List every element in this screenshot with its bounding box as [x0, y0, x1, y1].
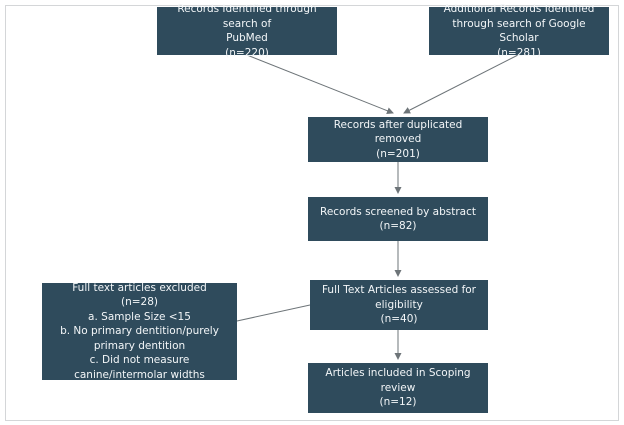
scholar-line-3: (n=281) [497, 46, 541, 59]
screened-by-abstract-text: Records screened by abstract (n=82) [320, 205, 476, 234]
fulltext-line-3: (n=40) [380, 313, 418, 326]
excluded-line-1: Full text articles excluded [72, 281, 207, 294]
included-line-2: (n=12) [379, 396, 417, 409]
connector-fulltext-to-excluded [236, 304, 311, 322]
pubmed-line-3: (n=220) [225, 46, 269, 59]
google-scholar-records-box: Additional Records Identified through se… [429, 3, 609, 59]
duplicates-removed-box: Records after duplicated removed (n=201) [308, 117, 488, 162]
included-in-review-box: Articles included in Scoping review (n=1… [308, 363, 488, 413]
full-text-excluded-text: Full text articles excluded (n=28) a. Sa… [60, 281, 219, 383]
arrow-pubmed-to-dedup [246, 54, 394, 115]
google-scholar-records-text: Additional Records Identified through se… [433, 2, 605, 60]
dedup-line-1: Records after duplicated removed [333, 118, 463, 146]
screened-line-2: (n=82) [379, 220, 417, 232]
dedup-line-2: (n=201) [376, 147, 420, 160]
full-text-assessed-box: Full Text Articles assessed for eligibil… [310, 280, 488, 330]
excluded-line-7: canine/intermolar widths [74, 368, 205, 381]
pubmed-records-text: Records Identified through search of Pub… [161, 2, 333, 60]
excluded-line-6: c. Did not measure [89, 354, 190, 367]
pubmed-records-box: Records Identified through search of Pub… [157, 3, 337, 59]
scholar-line-2: through search of Google Scholar [452, 17, 586, 45]
fulltext-line-1: Full Text Articles assessed for [321, 284, 477, 297]
screened-line-1: Records screened by abstract [320, 205, 476, 218]
arrow-scholar-to-dedup [403, 54, 519, 114]
fulltext-line-2: eligibility [375, 298, 423, 311]
excluded-line-4: b. No primary dentition/purely [60, 325, 219, 338]
excluded-line-3: a. Sample Size <15 [88, 310, 191, 323]
scholar-line-1: Additional Records Identified [443, 3, 595, 15]
duplicates-removed-text: Records after duplicated removed (n=201) [312, 118, 484, 162]
full-text-assessed-text: Full Text Articles assessed for eligibil… [322, 283, 476, 327]
included-in-review-text: Articles included in Scoping review (n=1… [312, 366, 484, 410]
pubmed-line-2: PubMed [226, 32, 268, 44]
full-text-excluded-box: Full text articles excluded (n=28) a. Sa… [42, 281, 237, 383]
screened-by-abstract-box: Records screened by abstract (n=82) [308, 197, 488, 241]
excluded-line-2: (n=28) [120, 296, 158, 309]
pubmed-line-1: Records Identified through search of [177, 3, 317, 30]
excluded-line-5: primary dentition [93, 339, 186, 352]
included-line-1: Articles included in Scoping review [325, 367, 471, 394]
